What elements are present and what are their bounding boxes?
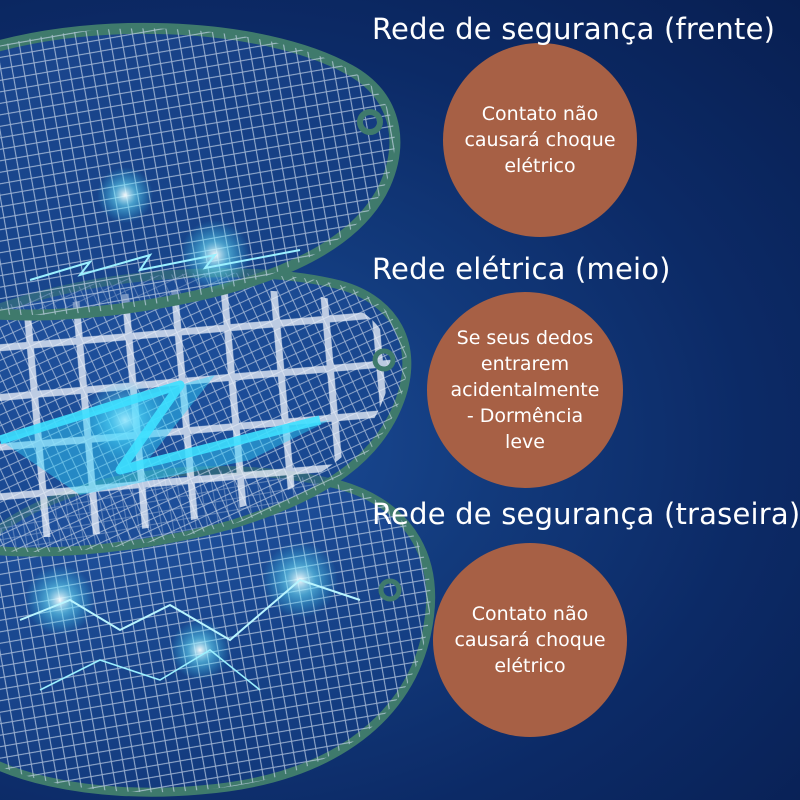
- middle-layer-description-text: Se seus dedos entrarem acidentalmente - …: [450, 327, 600, 453]
- electric-net-middle-layer: [0, 268, 412, 557]
- front-layer-description: Contato não causará choque elétrico: [443, 43, 637, 237]
- info-circle-middle: [427, 292, 623, 488]
- electric-spark-icon: [0, 167, 361, 691]
- middle-layer-description: Se seus dedos entrarem acidentalmente - …: [427, 292, 623, 488]
- safety-net-front-layer: [0, 22, 401, 321]
- info-circle-front: [443, 43, 637, 237]
- back-layer-heading: Rede de segurança (traseira): [372, 497, 800, 531]
- front-layer-heading: Rede de segurança (frente): [372, 12, 776, 46]
- back-layer-description-text: Contato não causará choque elétrico: [454, 603, 606, 677]
- info-circle-back: [433, 543, 627, 737]
- front-layer-description-text: Contato não causará choque elétrico: [464, 103, 616, 177]
- middle-layer-heading: Rede elétrica (meio): [372, 252, 671, 286]
- back-layer-description: Contato não causará choque elétrico: [433, 543, 627, 737]
